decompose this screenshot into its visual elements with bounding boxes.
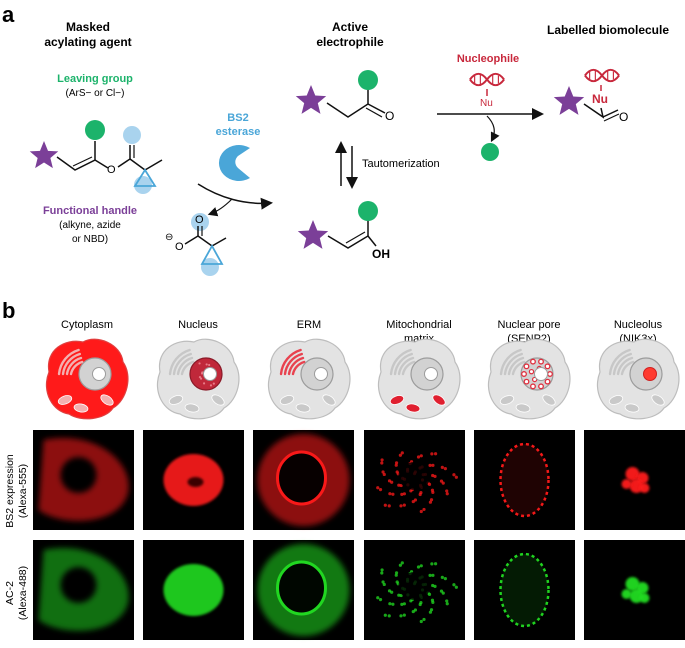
micrograph-bs2-nuclear-pore — [474, 430, 575, 530]
enol-star-icon — [297, 220, 329, 249]
functional-handle-star-icon — [29, 141, 59, 169]
micrograph-bs2-nucleus — [143, 430, 244, 530]
cell-schematic-cytoplasm — [45, 338, 129, 420]
microscopy-panels — [33, 430, 685, 640]
esterase-pacman-icon — [218, 144, 250, 181]
labelled-star-icon — [553, 86, 585, 115]
compartment-title-nuclear-pore: Nuclear pore — [498, 319, 561, 331]
compartment-title-nucleus: Nucleus — [178, 319, 218, 331]
panel-b-label: b — [2, 298, 15, 323]
cell-schematic-nuclear-pore — [487, 338, 571, 420]
compartment-title-cytoplasm: Cytoplasm — [61, 319, 113, 331]
micrograph-ac2-nuclear-pore — [474, 540, 575, 640]
enol-tautomer-molecule: OH — [297, 201, 390, 261]
cell-schematic-erm — [267, 338, 351, 420]
micrograph-ac2-nucleus — [143, 540, 244, 640]
labelled-nu-label: Nu — [592, 92, 608, 106]
row-label-ac2-line2: (Alexa-488) — [17, 566, 29, 620]
micrograph-bs2-cytoplasm — [33, 430, 134, 530]
functional-handle-title: Functional handle — [43, 205, 137, 217]
esterase-label-line1: BS2 — [227, 112, 248, 124]
compartment-title-mitochondrial-matrix: Mitochondrial — [386, 319, 451, 331]
micrograph-ac2-cytoplasm — [33, 540, 134, 640]
nucleophile-nu-label: Nu — [480, 98, 493, 109]
functional-handle-line1: (alkyne, azide — [59, 220, 121, 231]
tautomerization-label: Tautomerization — [362, 158, 440, 170]
header-labelled: Labelled biomolecule — [547, 23, 669, 37]
header-active-line1: Active — [332, 20, 368, 34]
esterase-reaction-arrow — [197, 183, 273, 210]
row-label-bs2-line1: BS2 expression — [4, 454, 16, 528]
active-electrophile-molecule: O — [295, 70, 394, 123]
ester-oxygen-highlight — [123, 126, 141, 144]
nucleophile-rna-icon — [468, 72, 506, 87]
header-masked-line1: Masked — [66, 20, 110, 34]
leaving-group-detail: (ArS− or Cl−) — [66, 88, 125, 99]
negative-charge-icon: ⊖ — [165, 232, 173, 243]
leaving-group-release-arrow — [486, 115, 500, 143]
byproduct-release-arrow — [207, 198, 233, 217]
micrograph-ac2-erm — [253, 540, 354, 640]
row-label-ac2-line1: AC-2 — [4, 581, 16, 605]
cell-schematic-nucleolus — [596, 338, 680, 420]
micrograph-bs2-nucleolus — [584, 430, 685, 530]
carboxylate-oxygen-atom: O — [175, 241, 184, 253]
cell-schematic-nucleus — [156, 338, 240, 420]
masked-acylating-agent-molecule: O — [29, 120, 163, 194]
micrograph-bs2-erm — [253, 430, 354, 530]
nucleophile-title: Nucleophile — [457, 53, 519, 65]
released-leaving-group-icon — [481, 143, 499, 161]
row-label-bs2: BS2 expression (Alexa-555) — [4, 454, 29, 528]
electrophile-oxygen-atom: O — [385, 109, 394, 123]
header-active-line2: electrophile — [316, 35, 384, 49]
cell-schematics — [45, 338, 680, 420]
leaving-group-circle-icon — [85, 120, 105, 140]
functional-handle-line2: or NBD) — [72, 234, 108, 245]
row-label-ac2: AC-2 (Alexa-488) — [4, 566, 29, 620]
compartment-title-erm: ERM — [297, 319, 321, 331]
leaving-group-title: Leaving group — [57, 73, 133, 85]
labelled-rna-icon — [583, 68, 621, 83]
esterase-label-line2: esterase — [216, 126, 261, 138]
micrograph-ac2-nucleolus — [584, 540, 685, 640]
panel-a-label: a — [2, 2, 15, 27]
labelled-biomolecule-molecule: Nu O — [553, 68, 628, 124]
labelled-oxygen-atom: O — [619, 110, 628, 124]
header-masked-line2: acylating agent — [44, 35, 131, 49]
micrograph-bs2-mitochondrial-matrix — [364, 430, 465, 530]
cyclopropyl-highlight — [134, 176, 152, 194]
micrograph-ac2-mitochondrial-matrix — [364, 540, 465, 640]
carbonyl-oxygen-atom: O — [195, 214, 204, 226]
electrophile-leaving-group-icon — [358, 70, 378, 90]
carboxylate-byproduct-molecule: ⊖ O O — [165, 213, 227, 276]
row-label-bs2-line2: (Alexa-555) — [17, 464, 29, 518]
ester-oxygen-atom: O — [107, 164, 116, 176]
cell-schematic-mitochondrial-matrix — [377, 338, 461, 420]
enol-hydroxyl-atom: OH — [372, 247, 390, 261]
compartment-title-nucleolus: Nucleolus — [614, 319, 663, 331]
enol-leaving-group-icon — [358, 201, 378, 221]
electrophile-star-icon — [295, 85, 327, 114]
